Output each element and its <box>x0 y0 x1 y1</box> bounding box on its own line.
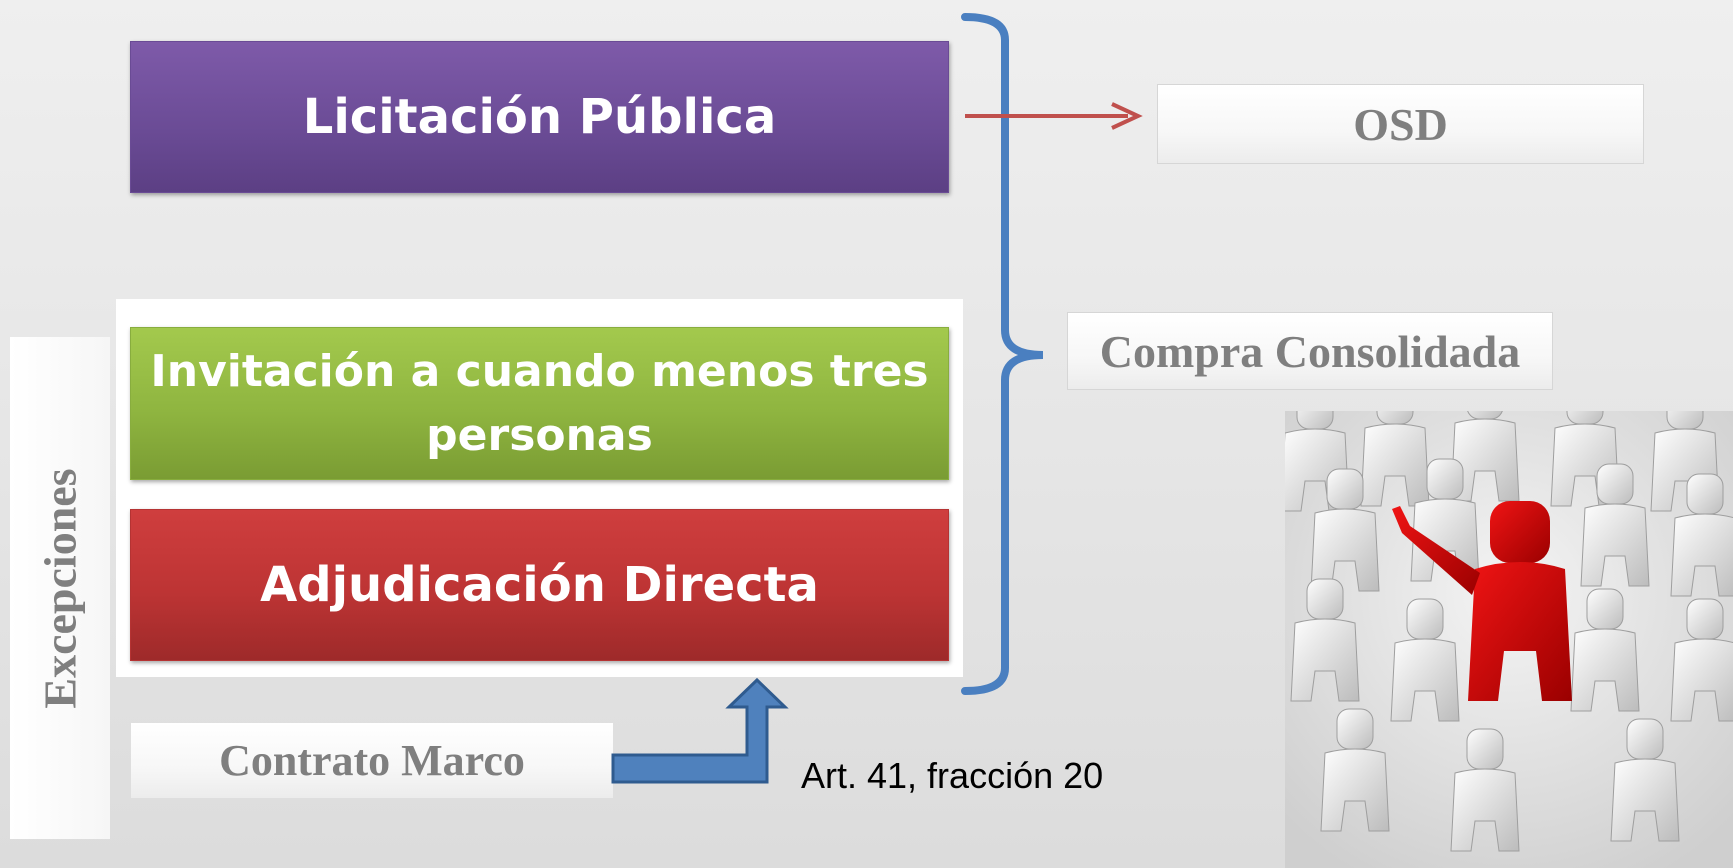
contrato-marco-box: Contrato Marco <box>131 723 613 798</box>
compra-consolidada-box: Compra Consolidada <box>1067 312 1553 390</box>
adjudicacion-directa-label: Adjudicación Directa <box>260 557 819 613</box>
red-arrow-icon <box>965 102 1143 130</box>
red-figure <box>1392 501 1572 701</box>
right-curly-bracket <box>961 13 1044 695</box>
blue-bent-arrow-icon <box>611 677 789 784</box>
osd-box: OSD <box>1157 84 1644 164</box>
crowd-red-figure-image <box>1285 411 1733 868</box>
articulo-reference: Art. 41, fracción 20 <box>801 755 1104 796</box>
excepciones-box: Excepciones <box>10 337 110 839</box>
contrato-marco-label: Contrato Marco <box>219 736 525 785</box>
compra-consolidada-label: Compra Consolidada <box>1099 325 1521 377</box>
adjudicacion-directa-box: Adjudicación Directa <box>130 509 949 661</box>
invitacion-label: Invitación a cuando menos tres personas <box>150 345 929 461</box>
licitacion-publica-box: Licitación Pública <box>130 41 949 193</box>
osd-label: OSD <box>1353 98 1448 150</box>
invitacion-box: Invitación a cuando menos tres personas <box>130 327 949 480</box>
licitacion-publica-label: Licitación Pública <box>302 89 777 145</box>
